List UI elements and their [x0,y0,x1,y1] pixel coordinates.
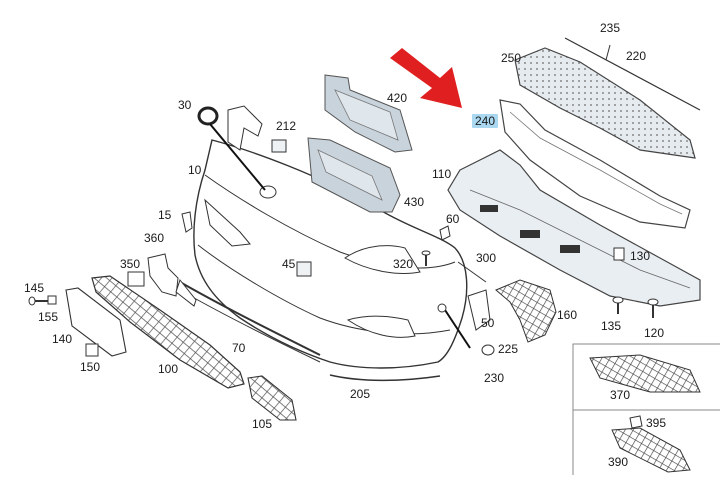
callout-240-highlighted[interactable]: 240 [472,114,499,128]
callout-225: 225 [498,342,519,356]
callout-230: 230 [484,371,505,385]
callout-110: 110 [432,167,452,181]
callout-45: 45 [282,257,296,271]
callout-70: 70 [232,341,246,355]
callout-120: 120 [644,326,665,340]
callout-390: 390 [608,455,629,469]
callout-15: 15 [158,208,172,222]
callout-430: 430 [404,195,425,209]
callout-235: 235 [600,21,621,35]
callout-140: 140 [52,332,73,346]
callout-420: 420 [387,91,408,105]
callout-100: 100 [158,362,179,376]
callout-10: 10 [188,163,202,177]
callout-320: 320 [393,257,414,271]
callout-160: 160 [557,308,578,322]
callout-212: 212 [276,119,297,133]
callout-145: 145 [24,281,45,295]
callout-130: 130 [630,249,651,263]
callout-220: 220 [626,49,647,63]
callout-360: 360 [144,231,165,245]
callout-250: 250 [501,51,522,65]
callout-350: 350 [120,257,141,271]
callout-30: 30 [178,98,192,112]
callout-50: 50 [481,316,495,330]
callout-205: 205 [350,387,371,401]
callout-60: 60 [446,212,460,226]
callout-395: 395 [646,416,667,430]
callout-150: 150 [80,360,101,374]
callout-155: 155 [38,310,59,324]
callout-135: 135 [601,319,622,333]
pointer-arrow [390,48,462,108]
callout-370: 370 [610,388,631,402]
callout-300: 300 [476,251,497,265]
callout-105: 105 [252,417,273,431]
